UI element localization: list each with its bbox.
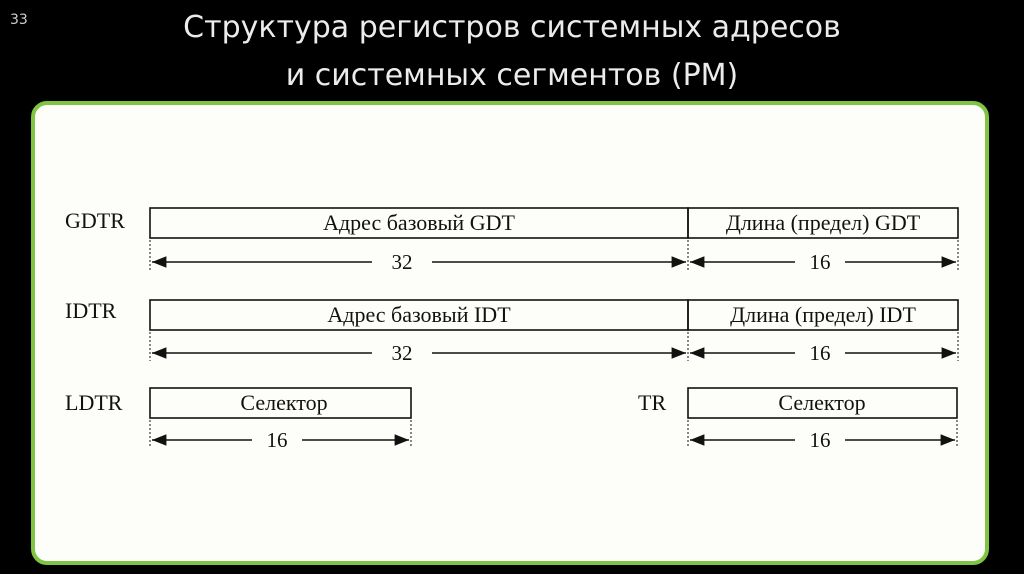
gdtr-base-label: Адрес базовый GDT (323, 210, 515, 235)
tr-bits: 16 (810, 428, 831, 452)
slide-title: Структура регистров системных адресов и … (0, 4, 1024, 100)
idtr-limit-field (687, 299, 959, 331)
ldtr-selector-label: Селектор (240, 390, 327, 415)
ldtr-name: LDTR (65, 390, 123, 415)
diagram-panel (31, 101, 989, 565)
gdtr-name: GDTR (65, 208, 125, 233)
gdtr-limit-field (687, 207, 959, 239)
gdtr-limit-bits: 16 (810, 250, 831, 274)
idtr-base-label: Адрес базовый IDT (327, 302, 511, 327)
ldtr-bits: 16 (267, 428, 288, 452)
gdtr-limit-label: Длина (предел) GDT (726, 210, 921, 235)
ldtr-selector-field (149, 387, 412, 419)
tr-name: TR (638, 390, 666, 415)
title-line-1: Структура регистров системных адресов (183, 10, 841, 45)
idtr-base-bits: 32 (392, 341, 413, 365)
gdtr-base-bits: 32 (392, 250, 413, 274)
idtr-limit-bits: 16 (810, 341, 831, 365)
idtr-name: IDTR (65, 298, 117, 323)
tr-selector-field (687, 387, 958, 419)
slide-number: 33 (10, 12, 28, 28)
tr-selector-label: Селектор (778, 390, 865, 415)
idtr-limit-label: Длина (предел) IDT (730, 302, 916, 327)
title-line-2: и системных сегментов (PM) (285, 58, 739, 93)
